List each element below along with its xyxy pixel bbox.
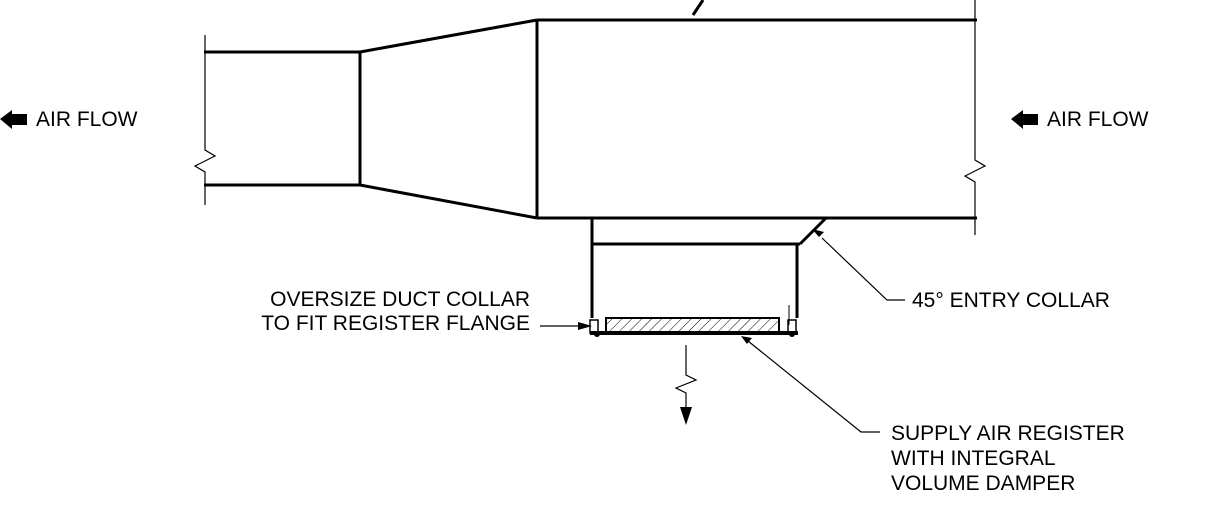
- left-arrow-icon: [1011, 110, 1038, 129]
- supply-register-line-1: SUPPLY AIR REGISTER: [891, 422, 1125, 445]
- supply-register-label: SUPPLY AIR REGISTER WITH INTEGRAL VOLUME…: [891, 421, 1125, 496]
- left-arrow-icon: [0, 110, 27, 129]
- leader-supply-register: [741, 336, 880, 433]
- transition: [359, 18, 538, 220]
- down-arrow-icon: [674, 345, 698, 425]
- branch-collar: [590, 216, 828, 318]
- oversize-collar-line-1: OVERSIZE DUCT COLLAR: [270, 288, 530, 311]
- supply-register: [589, 305, 798, 337]
- entry-collar-label: 45° ENTRY COLLAR: [912, 289, 1110, 312]
- supply-register-line-2: WITH INTEGRAL: [891, 447, 1056, 470]
- leader-entry-collar: [812, 229, 905, 301]
- air-flow-right-label: AIR FLOW: [1047, 108, 1149, 131]
- leader-oversize-collar: [540, 322, 592, 330]
- main-duct: [535, 0, 987, 235]
- supply-register-line-3: VOLUME DAMPER: [891, 472, 1076, 495]
- oversize-collar-label: OVERSIZE DUCT COLLAR TO FIT REGISTER FLA…: [180, 288, 530, 336]
- oversize-collar-line-2: TO FIT REGISTER FLANGE: [261, 312, 530, 335]
- air-flow-left-label: AIR FLOW: [36, 108, 138, 131]
- left-duct: [193, 35, 362, 205]
